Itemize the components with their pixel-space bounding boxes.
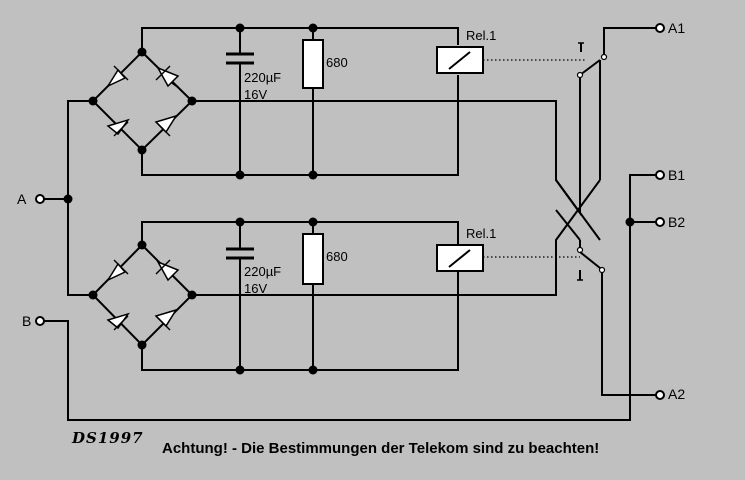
bottom-relay-contact — [576, 240, 660, 396]
bottom-capacitor-value: 220µF — [244, 264, 281, 279]
terminal-a — [35, 194, 45, 204]
top-relay-contact — [576, 27, 660, 180]
terminal-b — [35, 316, 45, 326]
diode-icon — [155, 65, 180, 88]
bottom-bridge-rectifier — [88, 240, 197, 350]
diode-icon — [155, 259, 180, 282]
diode-icon — [154, 308, 178, 331]
bottom-resistor — [302, 217, 324, 375]
input-wiring — [35, 100, 660, 421]
terminal-b2-label: B2 — [668, 214, 685, 230]
terminal-a2 — [655, 390, 665, 400]
terminal-a-label: A — [17, 191, 27, 207]
b-output-wiring — [625, 217, 660, 227]
diode-icon — [106, 118, 130, 137]
top-bridge-rectifier — [88, 47, 197, 155]
cross-wiring — [555, 179, 581, 241]
diode-icon — [106, 65, 129, 88]
diode-icon — [106, 312, 130, 331]
signature: DS1997 — [71, 429, 144, 447]
top-resistor-value: 680 — [326, 55, 348, 70]
bottom-capacitor — [226, 217, 254, 375]
diode-icon — [154, 114, 178, 137]
bottom-relay-label: Rel.1 — [466, 226, 496, 241]
terminal-b1-label: B1 — [668, 167, 685, 183]
bottom-stage — [88, 179, 601, 375]
bottom-resistor-value: 680 — [326, 249, 348, 264]
warning-text: Achtung! - Die Bestimmungen der Telekom … — [162, 440, 599, 457]
top-relay-coil — [436, 46, 585, 74]
top-capacitor-voltage: 16V — [244, 87, 267, 102]
terminal-a1 — [655, 23, 665, 33]
top-capacitor-value: 220µF — [244, 70, 281, 85]
terminal-a1-label: A1 — [668, 20, 685, 36]
top-resistor — [302, 23, 324, 180]
top-capacitor — [226, 23, 254, 180]
diode-icon — [106, 259, 129, 282]
bottom-capacitor-voltage: 16V — [244, 281, 267, 296]
bottom-relay-coil — [436, 244, 580, 272]
terminal-b2 — [655, 217, 665, 227]
terminal-b1 — [655, 170, 665, 180]
terminal-a2-label: A2 — [668, 386, 685, 402]
top-relay-label: Rel.1 — [466, 28, 496, 43]
terminal-b-label: B — [22, 313, 31, 329]
